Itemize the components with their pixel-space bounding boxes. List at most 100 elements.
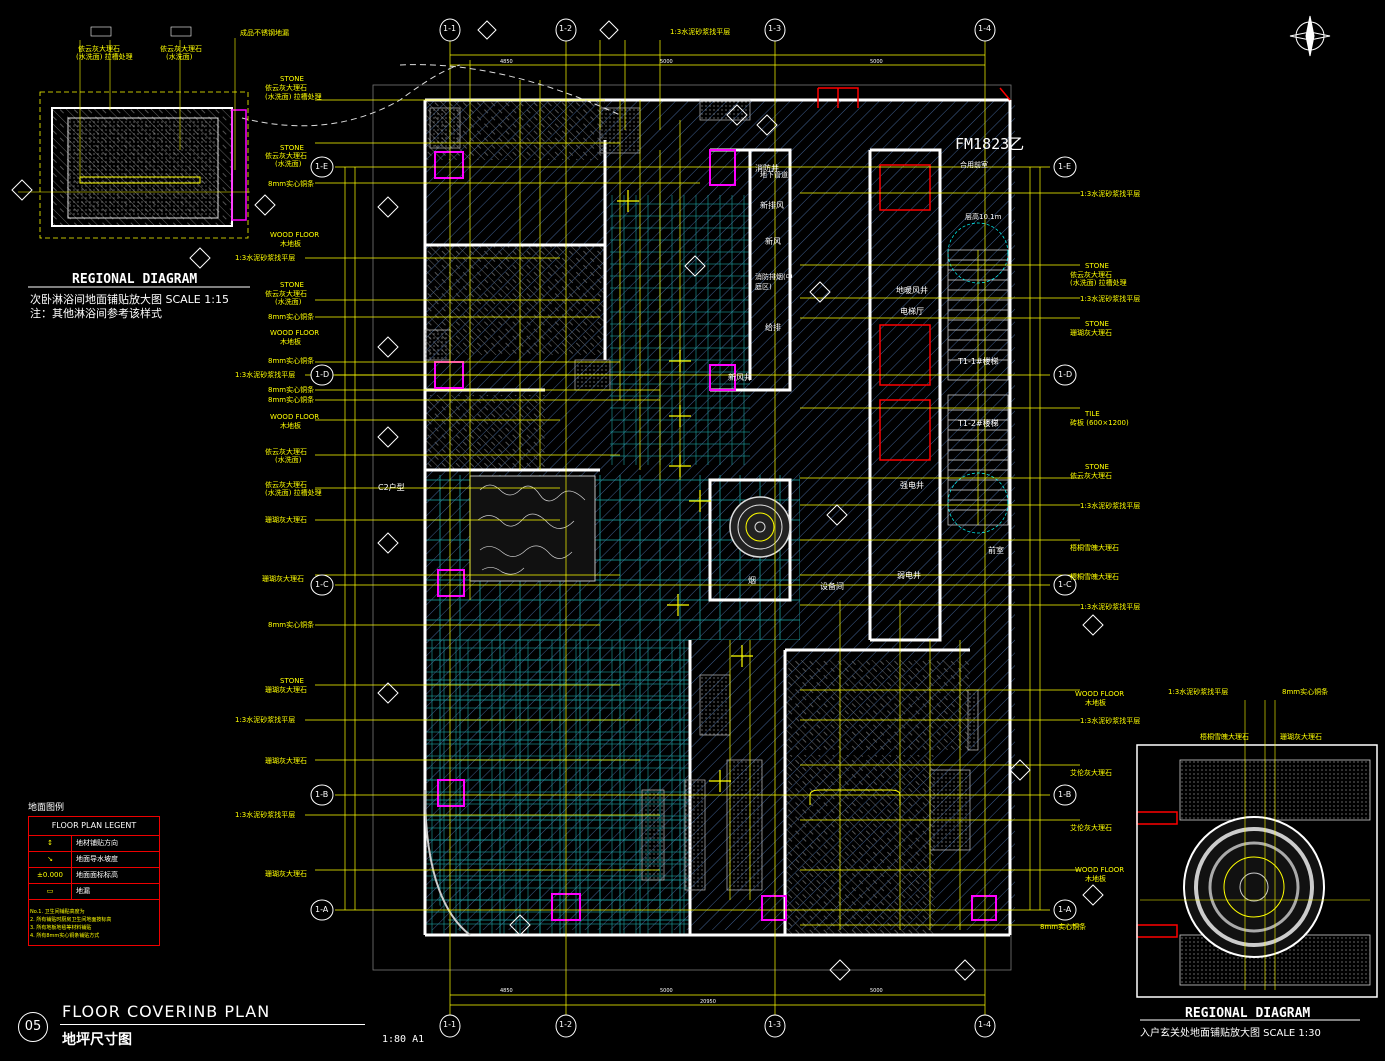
legend-label: 地漏: [76, 887, 90, 895]
room-label: 新排风: [760, 201, 784, 210]
dining-tile-area: [425, 640, 690, 935]
callout: 木地板: [280, 422, 301, 430]
grid-right-C: 1-C: [1058, 580, 1072, 589]
callout: 梧桐雪魄大理石: [1070, 544, 1119, 552]
door-tag: FM1823乙: [955, 135, 1025, 153]
callout: 梧桐雪魄大理石: [1070, 573, 1119, 581]
callout: 8mm实心铜条: [268, 313, 315, 321]
grid-bot-3: 1-3: [768, 1020, 782, 1029]
legend-row: ▭ 地漏: [29, 884, 159, 900]
legend-note: 4. 所有8mm实心铜条铺贴方式: [30, 933, 100, 939]
regional-left-title: REGIONAL DIAGRAM: [72, 272, 198, 287]
room-label: 烟: [748, 576, 756, 585]
legend-row: ↕ 地材铺贴方向: [29, 836, 159, 852]
rd-label: 8mm实心铜条: [1282, 688, 1329, 696]
callout: 1:3水泥砂浆找平层: [1080, 502, 1141, 510]
leader-lines: [305, 40, 1080, 1015]
legend-heading: 地面图例: [28, 803, 65, 813]
grid-bot-4: 1-4: [978, 1020, 992, 1029]
level-crosses: [617, 190, 753, 792]
grid-left-A: 1-A: [315, 905, 329, 914]
grid-right-E: 1-E: [1058, 162, 1072, 171]
drawing-number: 05: [18, 1012, 48, 1042]
callout: 1:3水泥砂浆找平层: [1080, 295, 1141, 303]
callout: 依云灰大理石: [1070, 271, 1112, 279]
room-label: 地暖风井: [896, 286, 928, 295]
room-label: 电梯厅: [900, 307, 924, 316]
grid-top-2: 1-2: [559, 24, 573, 33]
room-label: 设备间: [820, 582, 844, 591]
callout: 木地板: [280, 338, 301, 346]
callout: (水洗面): [275, 298, 302, 306]
callout: 依云灰大理石: [265, 84, 307, 92]
callout: 木地板: [1085, 699, 1106, 707]
columns: [434, 149, 997, 921]
legend-note: 2. 所有铺贴时厨房卫生间地面按标高: [30, 917, 112, 923]
grid-left-E: 1-E: [315, 162, 329, 171]
callout: 依云灰大理石: [265, 481, 307, 489]
svg-text:5000: 5000: [870, 59, 883, 65]
callout: 1:3水泥砂浆找平层: [235, 371, 296, 379]
floor-plan-legend: FLOOR PLAN LEGENT ↕ 地材铺贴方向 ↘ 地面导水坡度 ±0.0…: [28, 816, 160, 946]
bed-outline: [809, 789, 901, 805]
callout: 依云灰大理石: [265, 152, 307, 160]
grid-bot-1: 1-1: [443, 1020, 457, 1029]
grid-left-D: 1-D: [315, 370, 330, 379]
title-underline: [60, 1024, 365, 1025]
callout: 8mm实心铜条: [268, 180, 315, 188]
room-label: 消防井: [755, 164, 779, 173]
legend-notes: No.1. 卫生间铺贴高度为 2. 所有铺贴时厨房卫生间地面按标高 3. 所有地…: [30, 908, 160, 940]
room-label: C2户型: [378, 483, 405, 492]
legend-title: FLOOR PLAN LEGENT: [29, 817, 159, 836]
callout: STONE: [280, 677, 304, 685]
callout: 8mm实心铜条: [268, 621, 315, 629]
callout: WOOD FLOOR: [270, 413, 320, 421]
room-label: 地下管道: [760, 171, 788, 179]
grid-left-B: 1-B: [315, 790, 329, 799]
callout: 依云灰大理石: [265, 448, 307, 456]
slope-icon: ↘: [29, 852, 72, 867]
stone-counters: [424, 99, 979, 891]
regional-left-subtitle: 次卧淋浴间地面铺贴放大图 SCALE 1:15: [30, 293, 229, 306]
callout: 1:3水泥砂浆找平层: [1080, 190, 1141, 198]
grid-bot-2: 1-2: [559, 1020, 573, 1029]
callout: 1:3水泥砂浆找平层: [1080, 603, 1141, 611]
drawing-scale: 1:80 A1: [382, 1034, 425, 1045]
callout: (水洗面): [275, 456, 302, 464]
callout: (水洗面): [275, 160, 302, 168]
callout: 珊瑚灰大理石: [265, 870, 307, 878]
callout: 1:3水泥砂浆找平层: [235, 254, 296, 262]
callout: STONE: [280, 144, 304, 152]
callout: STONE: [1085, 262, 1109, 270]
drawing-title: FLOOR COVERINB PLAN: [62, 1002, 271, 1021]
rd-label: 依云灰大理石: [160, 45, 202, 53]
callout: 砖板 (600×1200): [1070, 419, 1129, 427]
north-arrow-icon: [1289, 15, 1331, 57]
callout: 珊瑚灰大理石: [265, 686, 307, 694]
room-label: 合用前室: [960, 161, 988, 169]
room-label: T1-2#楼梯: [958, 419, 999, 428]
rd-label: 1:3水泥砂浆找平层: [1168, 688, 1229, 696]
callout: 木地板: [1085, 875, 1106, 883]
callout: WOOD FLOOR: [270, 329, 320, 337]
grid-right-A: 1-A: [1058, 905, 1072, 914]
callout: 依云灰大理石: [1070, 472, 1112, 480]
legend-label: 地材铺贴方向: [76, 839, 118, 847]
grid-right-D: 1-D: [1058, 370, 1073, 379]
legend-row: ↘ 地面导水坡度: [29, 852, 159, 868]
legend-label: 地面导水坡度: [76, 855, 118, 863]
callout: 8mm实心铜条: [268, 396, 315, 404]
callout: (水洗面) 拉槽处理: [265, 489, 322, 497]
room-label: T1-1#楼梯: [958, 357, 999, 366]
svg-text:4850: 4850: [500, 988, 513, 994]
callout: (水洗面) 拉槽处理: [265, 93, 322, 101]
callout: 艾伦灰大理石: [1070, 769, 1112, 777]
drawing-subtitle: 地坪尺寸图: [62, 1032, 132, 1048]
stairs: [947, 222, 1009, 534]
grid-right-B: 1-B: [1058, 790, 1072, 799]
dim-text: 4850 5000 5000 4850 5000 5000 20950: [500, 59, 883, 1005]
grid-top-3: 1-3: [768, 24, 782, 33]
callout: 1:3水泥砂浆找平层: [235, 716, 296, 724]
living-rug: [469, 475, 596, 582]
callout: WOOD FLOOR: [1075, 690, 1125, 698]
